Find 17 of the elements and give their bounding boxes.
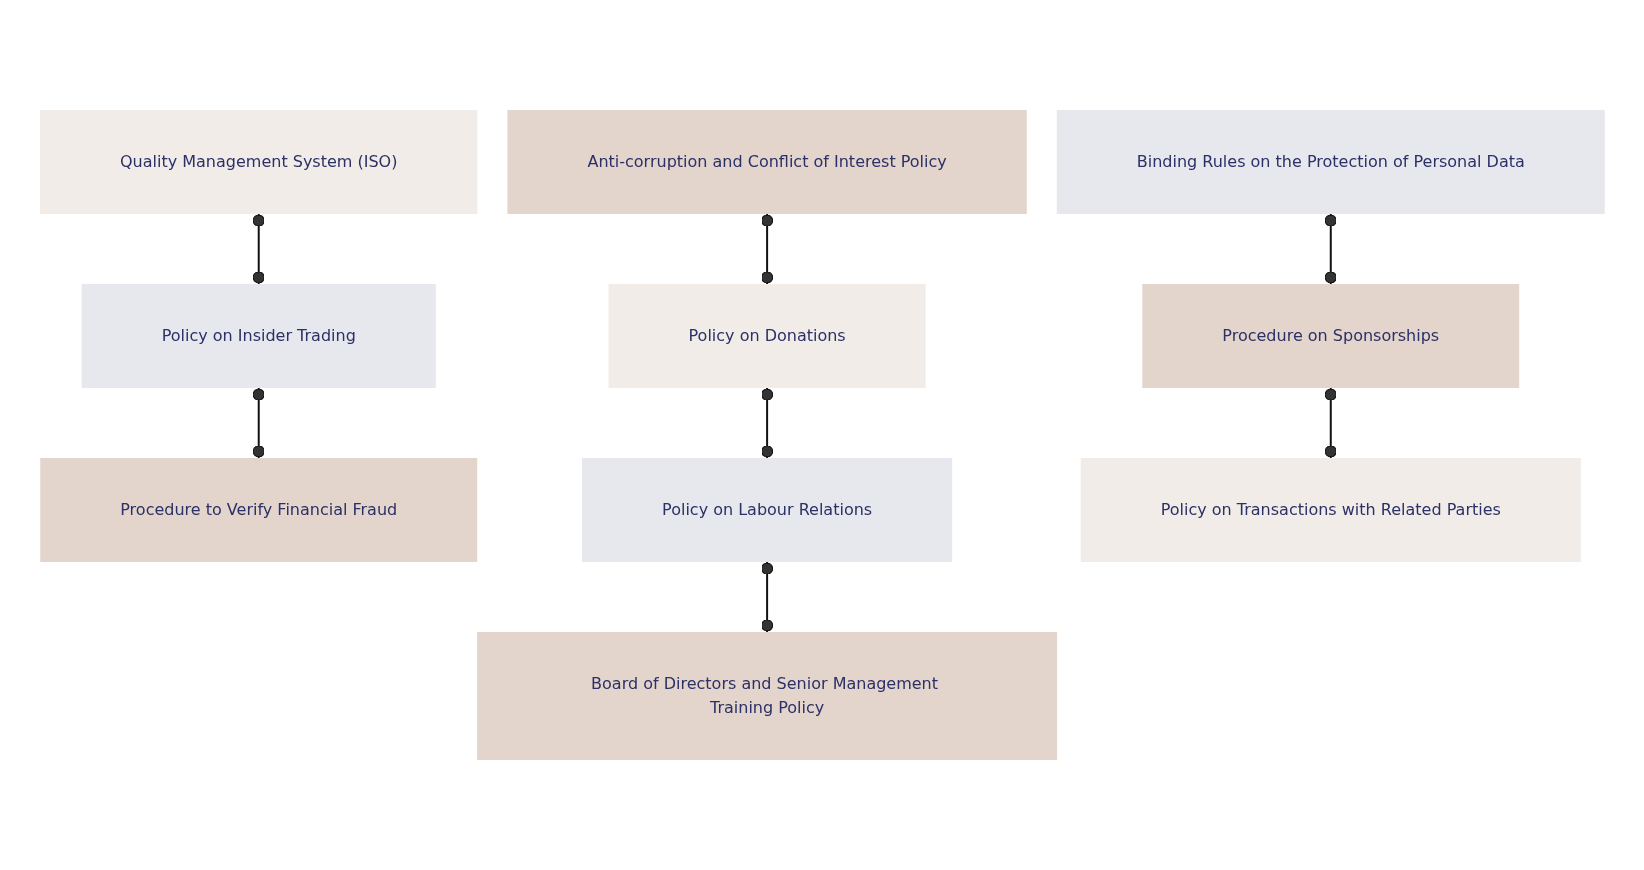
- connector: [760, 387, 773, 459]
- node-box: Board of Directors and Senior Management Training Policy: [476, 632, 1057, 760]
- connector: [252, 387, 265, 459]
- node-box: Binding Rules on the Protection of Personal Data: [1056, 110, 1605, 214]
- node-box: Policy on Insider Trading: [81, 284, 436, 388]
- node-box: Policy on Labour Relations: [581, 458, 952, 562]
- connector: [1324, 213, 1337, 285]
- connector: [252, 213, 265, 285]
- connector: [760, 561, 773, 633]
- node-box: Policy on Donations: [608, 284, 926, 388]
- connector: [1324, 387, 1337, 459]
- node-box: Policy on Transactions with Related Parties: [1080, 458, 1581, 562]
- node-box: Procedure on Sponsorships: [1141, 284, 1519, 388]
- node-box: Procedure to Verify Financial Fraud: [39, 458, 477, 562]
- node-box: Quality Management System (ISO): [39, 110, 478, 214]
- connector: [760, 213, 773, 285]
- node-box: Anti-corruption and Conflict of Interest Policy: [507, 110, 1027, 214]
